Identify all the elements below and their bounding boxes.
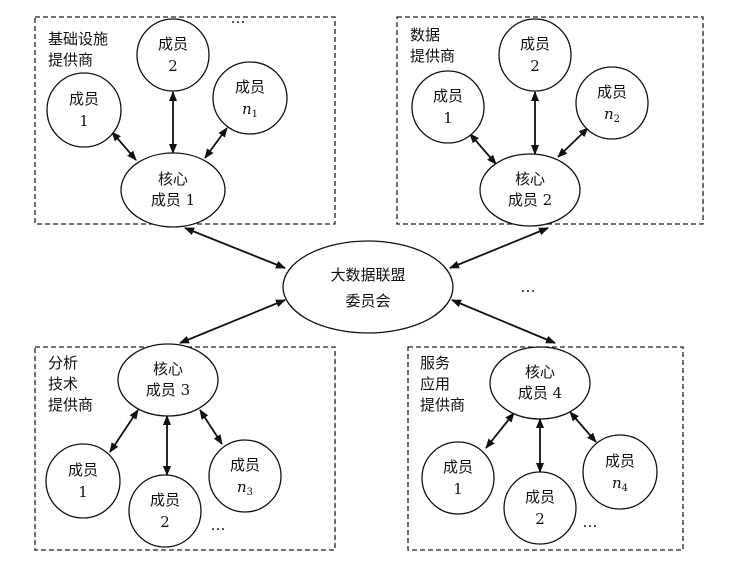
arrow-core-member [111, 131, 137, 161]
group-title: 应用 [420, 375, 450, 393]
arrow-core-member [199, 409, 223, 445]
ellipsis: … [211, 516, 226, 534]
member-ellipse [498, 18, 572, 92]
committee-ellipse [282, 240, 454, 334]
core-member-node [479, 153, 581, 227]
member-index: 1 [453, 480, 463, 498]
ellipsis: … [231, 9, 246, 27]
member-ellipse [575, 66, 649, 140]
core-member-label: 核心 [158, 170, 188, 188]
arrow-committee-group4 [451, 299, 556, 344]
group-box [396, 16, 704, 225]
member-index: n1 [242, 100, 258, 120]
member-label: 成员 [520, 35, 550, 53]
core-member-label: 核心 [525, 363, 555, 381]
member-index: 1 [79, 112, 89, 130]
member-node: 成员 1 [411, 70, 485, 144]
member-node: 成员 n1 [212, 61, 288, 135]
arrow-committee-group1 [184, 227, 286, 269]
member-label: 成员 [597, 83, 627, 101]
group-title: 提供商 [48, 396, 93, 414]
core-member-node [489, 346, 591, 420]
group-title: 技术 [48, 375, 78, 393]
member-node: 成员 2 [498, 18, 572, 92]
arrow-core-member [557, 127, 589, 158]
core-member-label: 成员 2 [508, 191, 552, 209]
member-index: n3 [237, 478, 253, 498]
group-title: 提供商 [420, 396, 465, 414]
member-label: 成员 [605, 452, 635, 470]
group-title: 基础设施 [48, 30, 108, 48]
member-index: 2 [160, 513, 170, 531]
arrow-core-member [469, 133, 497, 165]
group-box [34, 346, 336, 551]
member-node: 成员 2 [136, 18, 210, 92]
arrow-core-member [569, 411, 597, 443]
member-ellipse [46, 72, 122, 148]
ellipsis: … [583, 513, 598, 531]
member-ellipse [212, 61, 288, 135]
member-label: 成员 [433, 87, 463, 105]
member-index: n4 [612, 474, 628, 494]
member-ellipse [208, 439, 282, 513]
group-title: 分析 [48, 354, 78, 372]
core-member-label: 成员 1 [151, 191, 195, 209]
arrow-core-member [485, 412, 515, 449]
member-node: 成员 1 [421, 441, 495, 515]
member-node: 成员 n4 [582, 434, 658, 510]
committee-label-line1: 大数据联盟 [330, 266, 405, 284]
member-ellipse [582, 434, 658, 510]
member-index: 2 [168, 57, 178, 75]
member-label: 成员 [230, 456, 260, 474]
core-member-label: 核心 [515, 170, 545, 188]
member-label: 成员 [525, 488, 555, 506]
member-ellipse [503, 471, 577, 545]
member-index: 1 [443, 109, 453, 127]
ellipsis: … [521, 278, 536, 296]
group-title: 提供商 [410, 47, 455, 65]
member-node: 成员 n3 [208, 439, 282, 513]
member-ellipse [136, 18, 210, 92]
core-member-label: 成员 4 [518, 384, 562, 402]
member-ellipse [45, 443, 121, 519]
member-label: 成员 [443, 458, 473, 476]
member-index: 2 [530, 57, 540, 75]
arrow-committee-group2 [449, 227, 549, 269]
member-node: 成员 n2 [575, 66, 649, 140]
committee-label-line2: 委员会 [345, 292, 390, 310]
member-label: 成员 [158, 35, 188, 53]
arrow-core-member [109, 409, 139, 453]
member-node: 成员 1 [46, 72, 122, 148]
core-member-label: 成员 3 [146, 381, 190, 399]
member-ellipse [421, 441, 495, 515]
member-label: 成员 [150, 491, 180, 509]
member-node: 成员 2 [503, 471, 577, 545]
core-member-node [117, 343, 219, 417]
member-label: 成员 [69, 90, 99, 108]
group-title: 数据 [410, 26, 440, 44]
arrow-core-member [204, 127, 228, 159]
member-ellipse [411, 70, 485, 144]
member-label: 成员 [68, 461, 98, 479]
member-index: n2 [604, 105, 620, 125]
member-label: 成员 [235, 78, 265, 96]
core-member-node [120, 152, 226, 228]
member-index: 2 [535, 510, 545, 528]
member-node: 成员 2 [128, 474, 202, 548]
core-member-label: 核心 [153, 360, 183, 378]
member-index: 1 [78, 483, 88, 501]
member-node: 成员 1 [45, 443, 121, 519]
arrow-committee-group3 [179, 299, 286, 344]
group-title: 提供商 [48, 51, 93, 69]
group-title: 服务 [420, 354, 450, 372]
member-ellipse [128, 474, 202, 548]
